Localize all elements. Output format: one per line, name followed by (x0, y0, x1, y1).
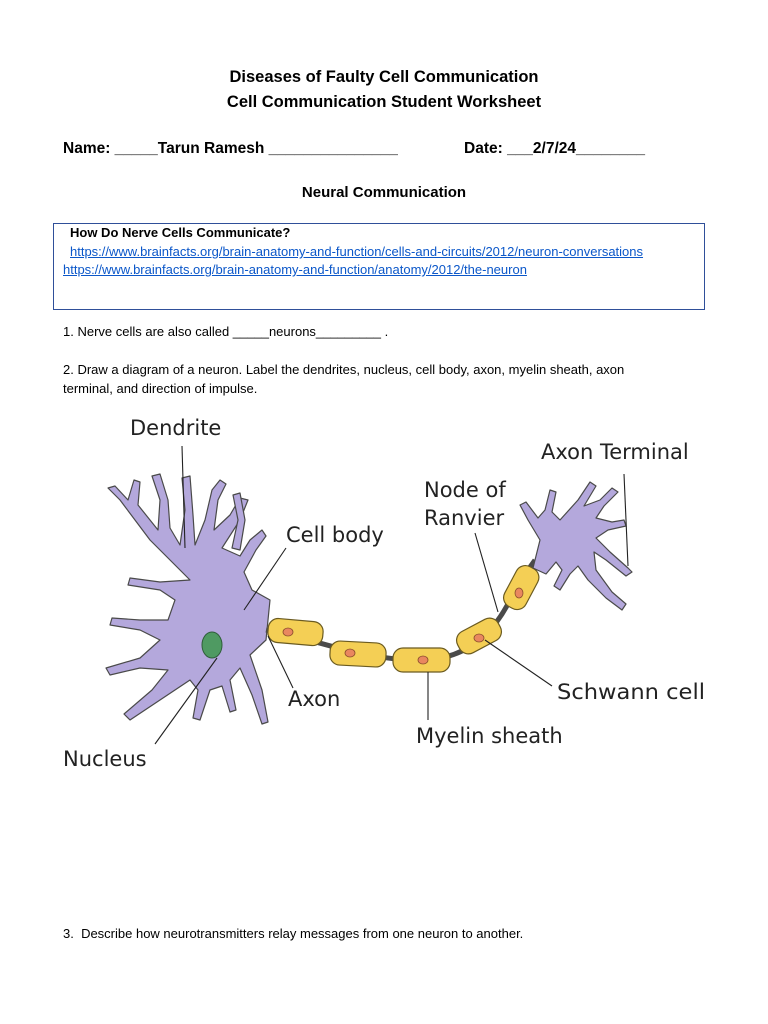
label-axon: Axon (288, 687, 340, 711)
question-2-line-1: 2. Draw a diagram of a neuron. Label the… (63, 362, 625, 377)
label-node-line-2: Ranvier (424, 506, 504, 530)
label-cell-body: Cell body (286, 523, 384, 547)
label-dendrite: Dendrite (130, 416, 221, 440)
resource-box-heading: How Do Nerve Cells Communicate? (70, 225, 291, 240)
axon-terminal-branches (519, 481, 633, 611)
label-myelin-sheath: Myelin sheath (416, 724, 563, 748)
label-axon-terminal: Axon Terminal (541, 440, 689, 464)
question-2-line-2: terminal, and direction of impulse. (63, 381, 258, 396)
question-3: 3. Describe how neurotransmitters relay … (63, 926, 524, 941)
nucleus (201, 631, 223, 659)
section-title: Neural Communication (301, 184, 467, 201)
label-nucleus: Nucleus (63, 747, 147, 771)
link-the-neuron[interactable]: https://www.brainfacts.org/brain-anatomy… (63, 262, 527, 277)
label-schwann-cell: Schwann cell (557, 680, 705, 704)
date-field[interactable]: Date: ___2/7/24________ (464, 140, 645, 157)
worksheet-title: Diseases of Faulty Cell Communication (229, 68, 539, 86)
schwann-nuclei (282, 587, 524, 665)
question-1: 1. Nerve cells are also called _____neur… (63, 324, 389, 339)
leader-lines (154, 445, 629, 745)
resource-box (53, 223, 705, 310)
link-neuron-conversations[interactable]: https://www.brainfacts.org/brain-anatomy… (70, 244, 644, 259)
dendrite-branches (105, 473, 271, 725)
name-field[interactable]: Name: _____Tarun Ramesh _______________ (63, 140, 398, 157)
worksheet-subtitle: Cell Communication Student Worksheet (226, 93, 542, 111)
label-node-line-1: Node of (424, 478, 506, 502)
